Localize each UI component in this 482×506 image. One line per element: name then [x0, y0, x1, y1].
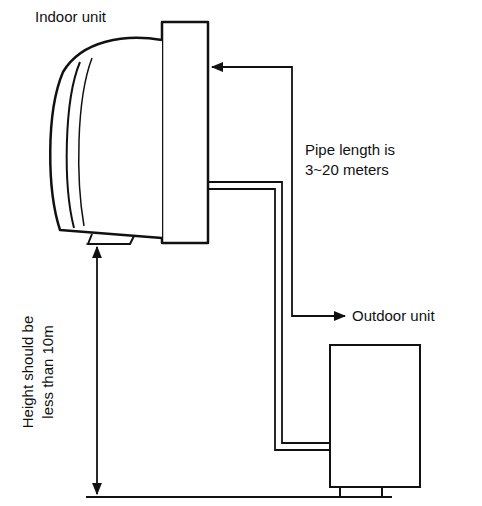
pipe-length-arrow: [212, 67, 345, 316]
unit-label: Indoor unit: [35, 7, 175, 27]
outdoor-unit: [330, 345, 420, 497]
dimension-label: Height should be less than 10m: [18, 307, 58, 437]
unit-label: Outdoor unit: [352, 306, 477, 326]
dimension-label: Pipe length is 3~20 meters: [305, 140, 423, 180]
height-dimension: [86, 244, 392, 497]
indoor-unit: [50, 22, 208, 244]
